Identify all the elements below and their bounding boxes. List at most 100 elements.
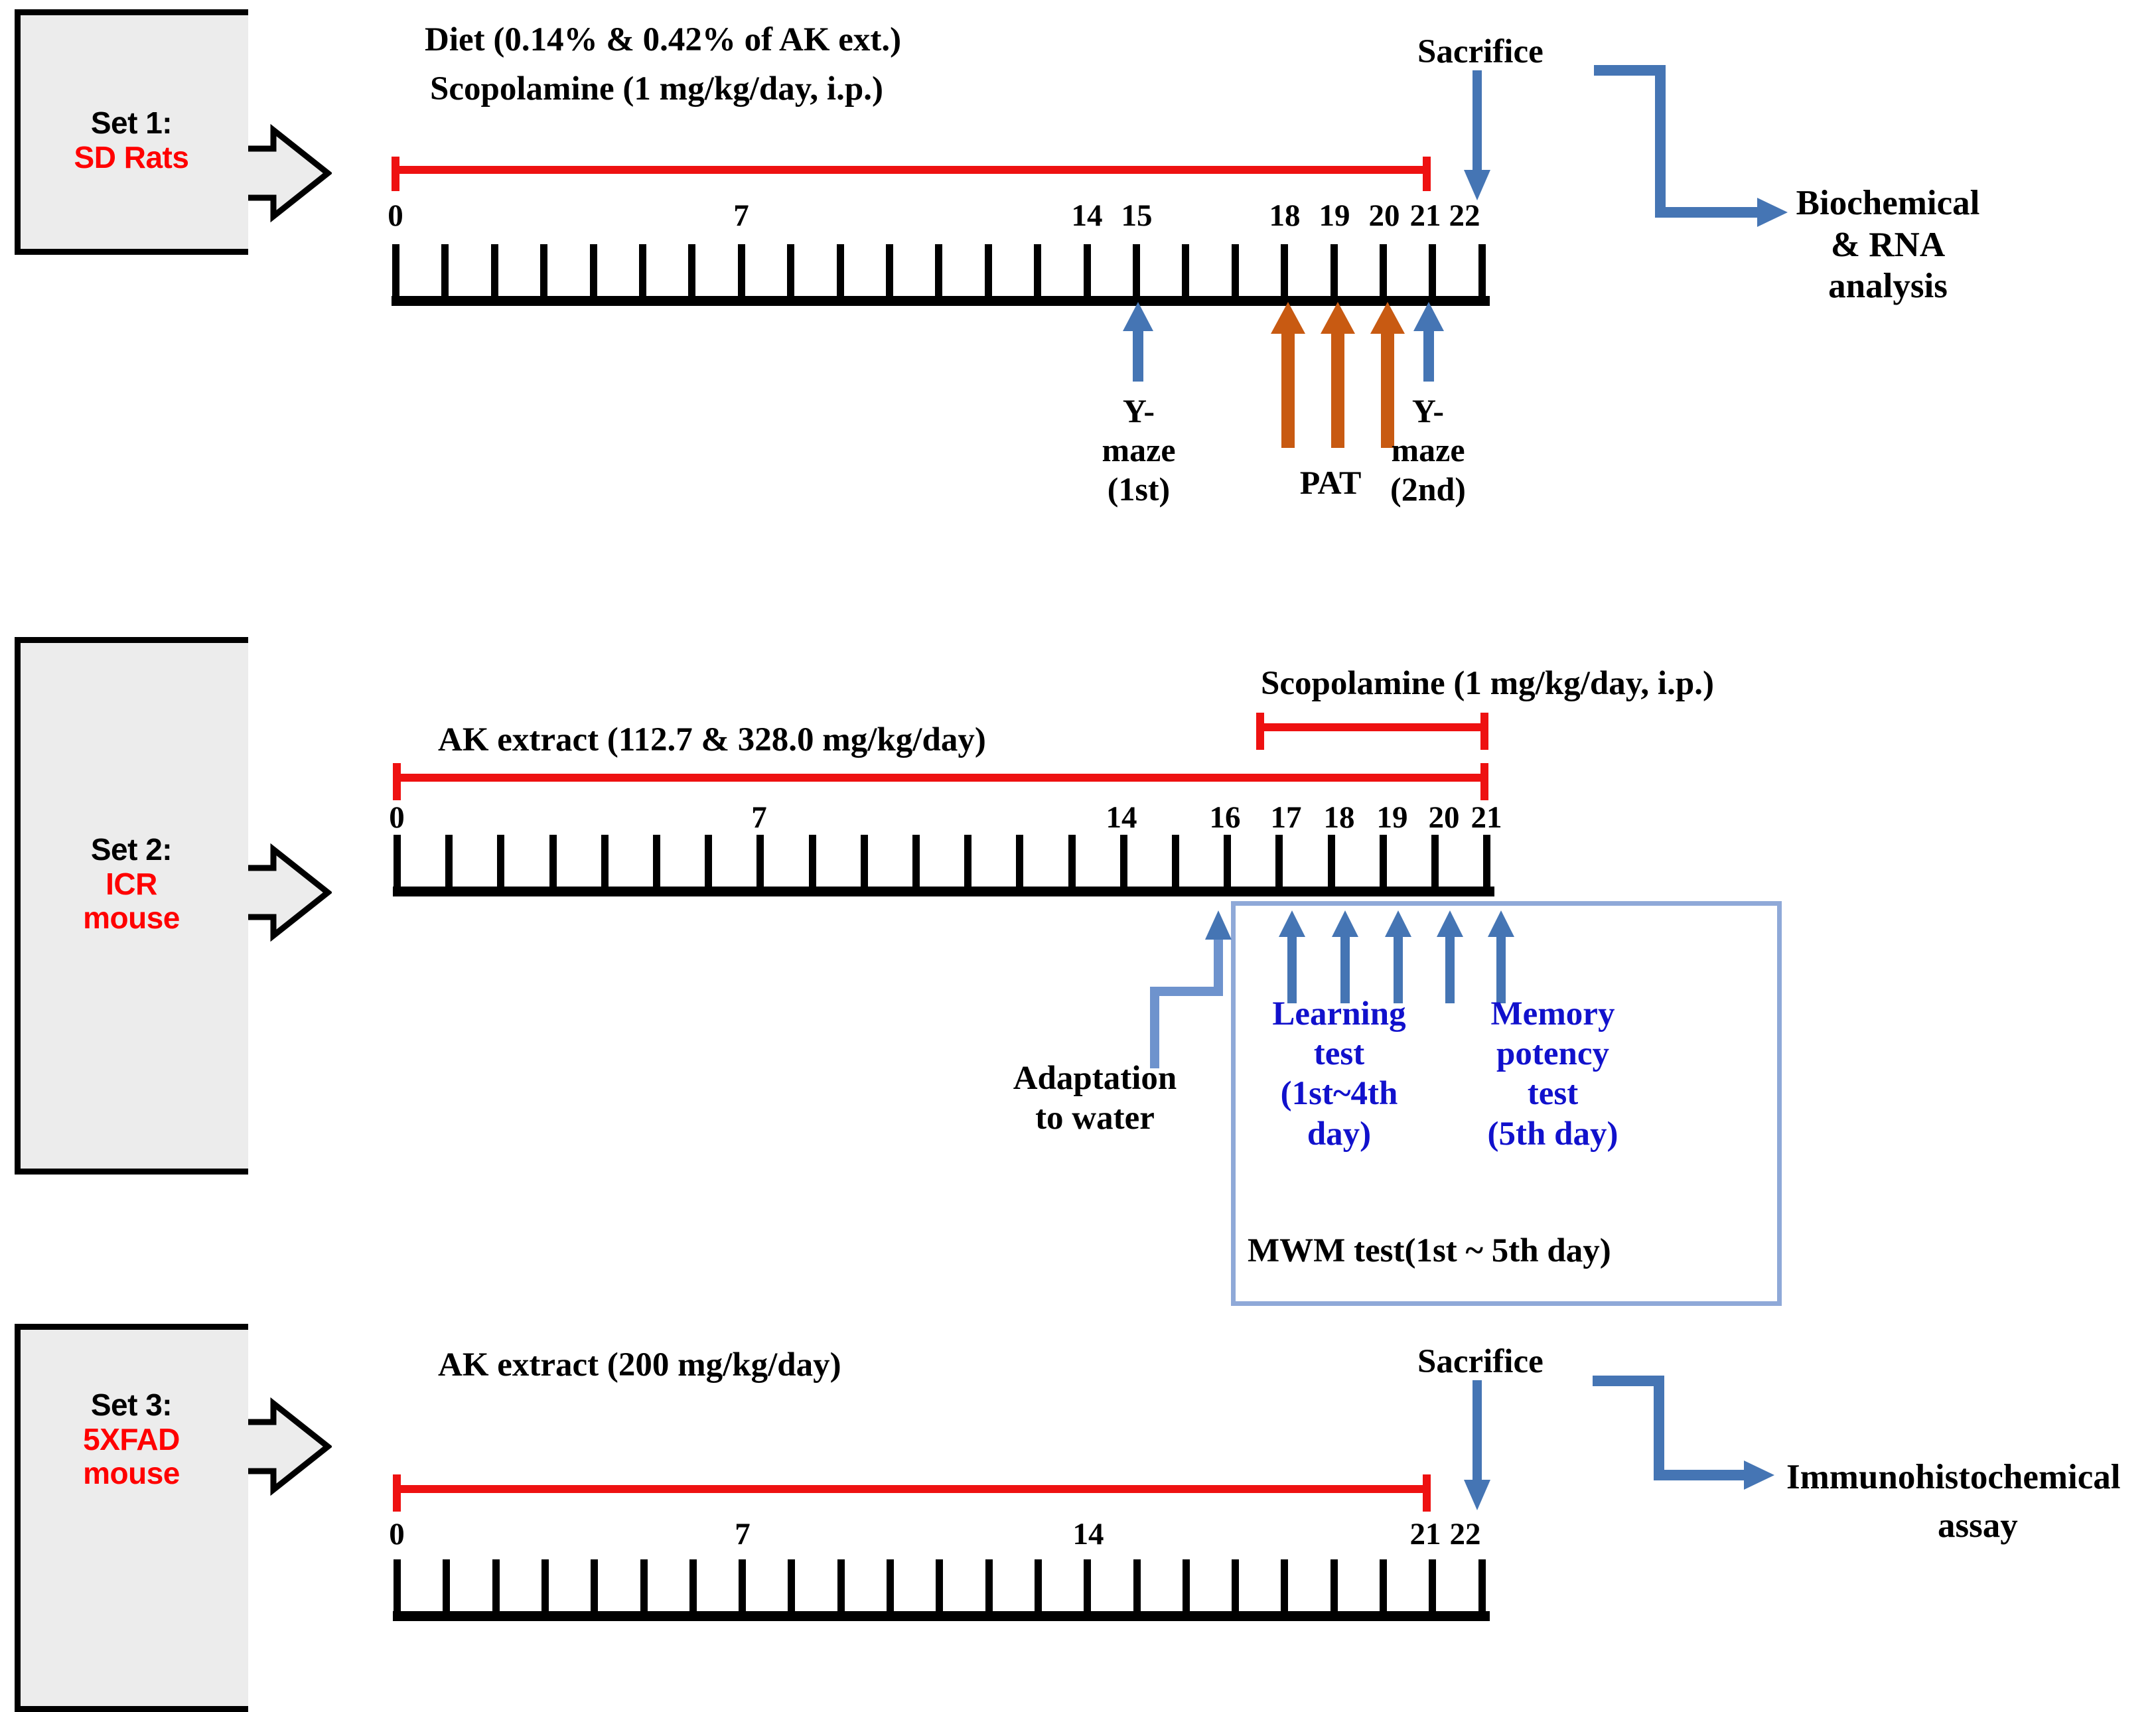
set2-tick-9 — [860, 835, 868, 887]
set1-tick-3 — [540, 244, 548, 296]
set2-tick-1 — [445, 835, 453, 887]
set1-sacrifice-label: Sacrifice — [1417, 33, 1544, 70]
set3-tick-11 — [936, 1559, 944, 1611]
set3-sacrifice-label: Sacrifice — [1417, 1343, 1544, 1380]
set1-outcome-label: Biochemical & RNA analysis — [1796, 184, 1980, 306]
set2-tick-18 — [1327, 835, 1335, 887]
set2-extract-bar-end-cap — [1480, 763, 1488, 800]
set1-baseline — [392, 296, 1490, 306]
set2-mwm-arrow-icon-1 — [1279, 910, 1305, 1003]
set1-ymaze1-arrow-icon — [1123, 302, 1153, 382]
set2-animal-model-2: mouse — [83, 900, 180, 936]
set2-group-box-inner — [15, 637, 248, 1175]
set2-tick-14 — [1119, 835, 1127, 887]
set3-outcome-label-line2: assay — [1938, 1506, 2018, 1545]
set3-tick-1 — [443, 1559, 451, 1611]
set1-tick-5 — [639, 244, 646, 296]
set3-day-label-22: 22 — [1449, 1517, 1481, 1551]
set3-extract-label: AK extract (200 mg/kg/day) — [438, 1346, 841, 1384]
set1-pat-arrow-icon-1 — [1271, 302, 1305, 448]
set3-block-arrow — [239, 1397, 332, 1496]
set2-mwm-arrow-icon-5 — [1488, 910, 1514, 1003]
set2-baseline — [393, 887, 1495, 896]
set3-outcome-connector-arrow-icon — [1593, 1376, 1774, 1490]
set3-animal-model-2: mouse — [83, 1456, 180, 1491]
set2-day-label-0: 0 — [389, 800, 405, 835]
set2-tick-12 — [1016, 835, 1024, 887]
set1-sacrifice-arrow-icon — [1464, 70, 1490, 200]
set2-day-label-16: 16 — [1209, 800, 1241, 835]
set2-tick-8 — [808, 835, 816, 887]
set1-tick-9 — [836, 244, 844, 296]
set1-animal-model: SD Rats — [74, 139, 189, 175]
set1-day-label-21: 21 — [1409, 198, 1441, 233]
set2-day-label-19: 19 — [1376, 800, 1408, 835]
set2-tick-13 — [1068, 835, 1076, 887]
set3-day-label-14: 14 — [1072, 1517, 1104, 1551]
set2-extract-bar-start-cap — [393, 763, 401, 800]
set3-tick-20 — [1380, 1559, 1387, 1611]
set3-outcome-label-line1: Immunohistochemical — [1786, 1458, 2121, 1496]
set3-tick-13 — [1034, 1559, 1042, 1611]
set3-tick-10 — [887, 1559, 894, 1611]
set2-group-label: Set 2: ICR mouse — [15, 832, 248, 936]
set1-diet-label: Diet (0.14% & 0.42% of AK ext.) — [425, 21, 902, 58]
set3-redbar-start-cap — [393, 1474, 401, 1512]
set2-scopolamine-bar-end-cap — [1480, 713, 1488, 750]
set1-tick-10 — [886, 244, 893, 296]
set1-day-label-18: 18 — [1269, 198, 1301, 233]
set2-memory-test-label: Memory potency test (5th day) — [1487, 995, 1618, 1153]
set3-tick-2 — [492, 1559, 500, 1611]
set1-pat-arrow-icon-2 — [1321, 302, 1355, 448]
set1-tick-7 — [737, 244, 745, 296]
set1-tick-12 — [984, 244, 992, 296]
set1-day-label-14: 14 — [1071, 198, 1103, 233]
set1-tick-2 — [490, 244, 498, 296]
set2-tick-6 — [705, 835, 713, 887]
set2-mwm-arrow-icon-4 — [1437, 910, 1463, 1003]
set3-tick-7 — [739, 1559, 747, 1611]
set2-tick-4 — [601, 835, 609, 887]
set1-ymaze2-label: Y- maze (2nd) — [1390, 392, 1466, 508]
set1-block-arrow — [239, 123, 332, 223]
set3-tick-12 — [985, 1559, 993, 1611]
set2-tick-0 — [394, 835, 401, 887]
set1-redbar — [392, 166, 1431, 174]
set2-tick-17 — [1275, 835, 1283, 887]
set2-day-label-20: 20 — [1428, 800, 1460, 835]
mwm-test-box — [1231, 901, 1782, 1306]
set1-day-label-20: 20 — [1368, 198, 1400, 233]
set1-tick-17 — [1231, 244, 1239, 296]
set3-tick-16 — [1182, 1559, 1190, 1611]
set1-tick-14 — [1083, 244, 1091, 296]
set1-tick-16 — [1182, 244, 1190, 296]
set3-baseline — [393, 1611, 1490, 1621]
set2-mwm-arrow-icon-3 — [1385, 910, 1411, 1003]
set1-outcome-connector-arrow-icon — [1594, 65, 1788, 227]
set3-tick-9 — [837, 1559, 845, 1611]
set3-tick-4 — [591, 1559, 599, 1611]
set1-tick-11 — [935, 244, 943, 296]
set2-day-label-21: 21 — [1471, 800, 1502, 835]
set1-redbar-start-cap — [392, 157, 399, 191]
set3-tick-22 — [1478, 1559, 1486, 1611]
set1-tick-0 — [392, 244, 399, 296]
set3-tick-15 — [1133, 1559, 1141, 1611]
set1-day-label-19: 19 — [1319, 198, 1350, 233]
set3-redbar — [393, 1485, 1431, 1493]
set1-pat-label: PAT — [1299, 464, 1362, 501]
set1-tick-19 — [1330, 244, 1338, 296]
set3-day-label-0: 0 — [389, 1517, 405, 1551]
set1-tick-6 — [688, 244, 696, 296]
set2-adaptation-arrow-icon — [1150, 910, 1232, 1068]
set1-day-label-7: 7 — [733, 198, 749, 233]
set2-day-label-7: 7 — [751, 800, 767, 835]
set3-tick-21 — [1429, 1559, 1437, 1611]
set2-set-number: Set 2: — [90, 832, 173, 867]
set1-tick-21 — [1429, 244, 1437, 296]
set3-group-label: Set 3: 5XFAD mouse — [15, 1388, 248, 1491]
set2-tick-3 — [549, 835, 557, 887]
set2-scopolamine-label: Scopolamine (1 mg/kg/day, i.p.) — [1261, 665, 1714, 702]
set1-tick-22 — [1478, 244, 1486, 296]
mwm-test-caption: MWM test(1st ~ 5th day) — [1248, 1232, 1611, 1269]
